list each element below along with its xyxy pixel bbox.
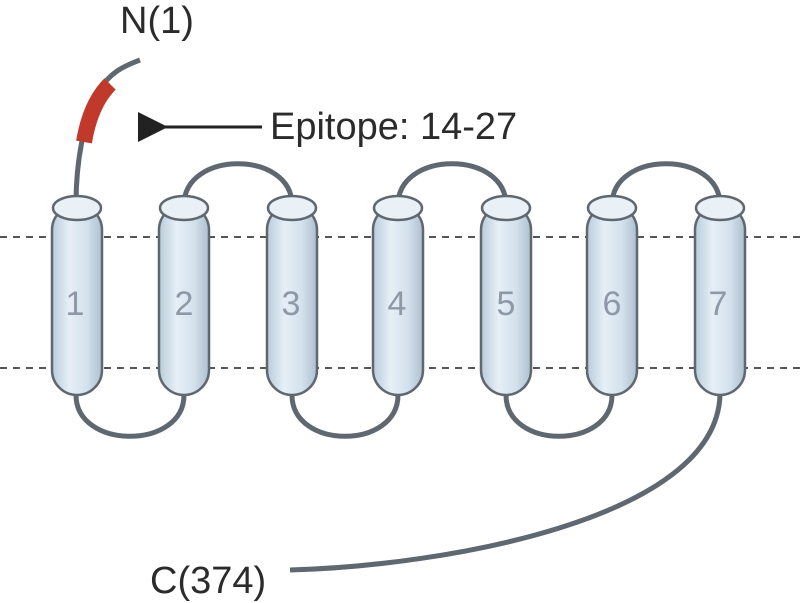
helix-2: 2 bbox=[157, 194, 211, 397]
helix-number-3: 3 bbox=[282, 285, 301, 323]
helix-number-1: 1 bbox=[66, 285, 85, 323]
helix-number-5: 5 bbox=[497, 285, 516, 323]
c-terminus-label: C(374) bbox=[150, 560, 267, 602]
helix-number-2: 2 bbox=[175, 285, 194, 323]
helix-number-4: 4 bbox=[388, 285, 407, 323]
loop-1-2 bbox=[73, 394, 187, 439]
helix-number-7: 7 bbox=[709, 285, 728, 323]
helix-number-6: 6 bbox=[603, 285, 622, 323]
helix-6: 6 bbox=[585, 194, 639, 397]
extracellular-loops bbox=[181, 161, 723, 206]
epitope-segment bbox=[76, 78, 116, 144]
intracellular-loops bbox=[73, 394, 615, 439]
loop-6-7 bbox=[609, 161, 723, 206]
helices: 1 2 3 4 5 bbox=[50, 194, 747, 397]
loop-2-3 bbox=[181, 161, 295, 206]
helix-7: 7 bbox=[693, 194, 747, 397]
helix-5: 5 bbox=[479, 194, 533, 397]
helix-4: 4 bbox=[371, 194, 425, 397]
n-terminus-label: N(1) bbox=[120, 0, 194, 42]
c-terminal-tail bbox=[289, 394, 723, 573]
loop-5-6 bbox=[503, 394, 615, 439]
helix-1: 1 bbox=[50, 194, 104, 397]
loop-3-4 bbox=[289, 394, 401, 439]
epitope-label: Epitope: 14-27 bbox=[270, 106, 518, 148]
loop-4-5 bbox=[395, 161, 509, 206]
helix-3: 3 bbox=[265, 194, 319, 397]
